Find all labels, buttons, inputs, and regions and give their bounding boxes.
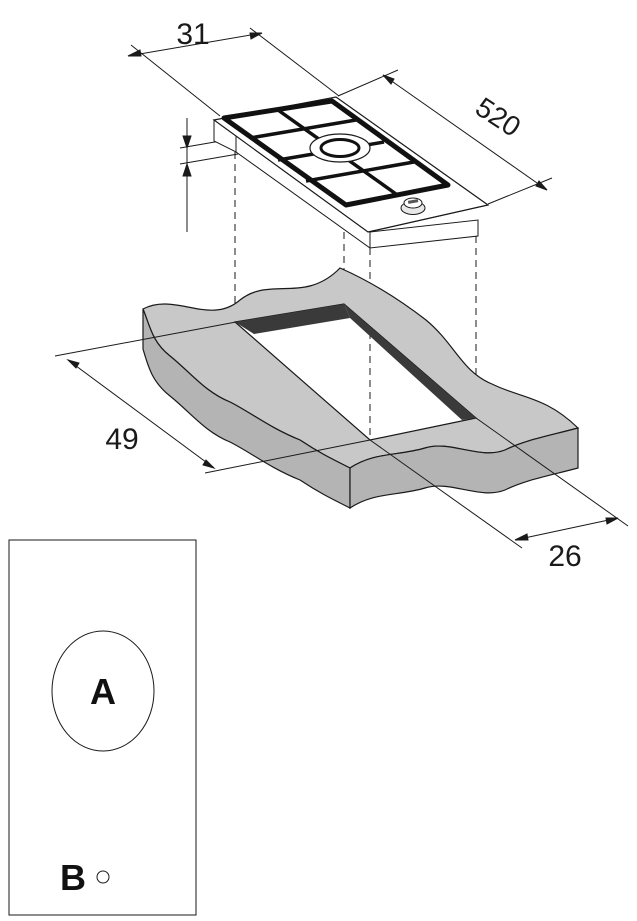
knob-position-icon [96,870,110,884]
dimension-depth-top [337,69,553,205]
dimension-line [67,359,215,469]
burner-label: A [90,671,116,712]
arrow-head [382,74,395,85]
pan-support-frame [221,98,451,208]
extension-line [337,69,399,97]
extension-line [369,439,523,549]
extension-line [249,27,340,97]
dimension-label-width: 31 [176,18,209,51]
arrow-head [202,459,216,469]
burner-position-icon [51,630,155,752]
pan-support-bar [249,118,357,140]
layout-key-panel: A B [8,539,197,916]
extension-line [475,417,629,527]
dimension-width-top [127,27,340,117]
dimension-label-depth: 520 [470,91,526,142]
arrow-head [127,49,142,57]
control-knob-icon [400,197,426,215]
extension-line [487,177,553,205]
extension-line [54,321,237,357]
extension-line [204,439,371,474]
countertop [142,267,580,510]
cutout-wall-back [235,304,350,334]
burner-cap-icon [319,138,361,158]
dimension-line [127,32,263,57]
arrow-head [535,180,548,191]
arrow-head [182,135,192,150]
arrow-head [66,359,80,369]
dimension-label-cutout-width: 26 [548,540,581,573]
cutout-wall-right [344,304,476,420]
countertop-right-face [349,427,579,510]
hob-unit [212,96,490,249]
countertop-surface [142,267,580,469]
dimension-cutout-depth [54,321,371,474]
extension-line [179,153,239,165]
dimension-cutout-width [369,417,629,549]
pan-support-bar [305,160,415,183]
arrow-head [182,162,192,177]
hob-top-edge [367,204,489,233]
extension-line [130,44,221,117]
arrow-head [249,32,263,40]
arrow-head [605,517,619,525]
hob-box-front [369,219,479,249]
knob-label: B [60,857,86,898]
dimension-line [382,74,548,191]
dimension-label-cutout-depth: 49 [105,423,138,456]
arrow-head [514,533,529,541]
dimension-line [514,517,619,541]
